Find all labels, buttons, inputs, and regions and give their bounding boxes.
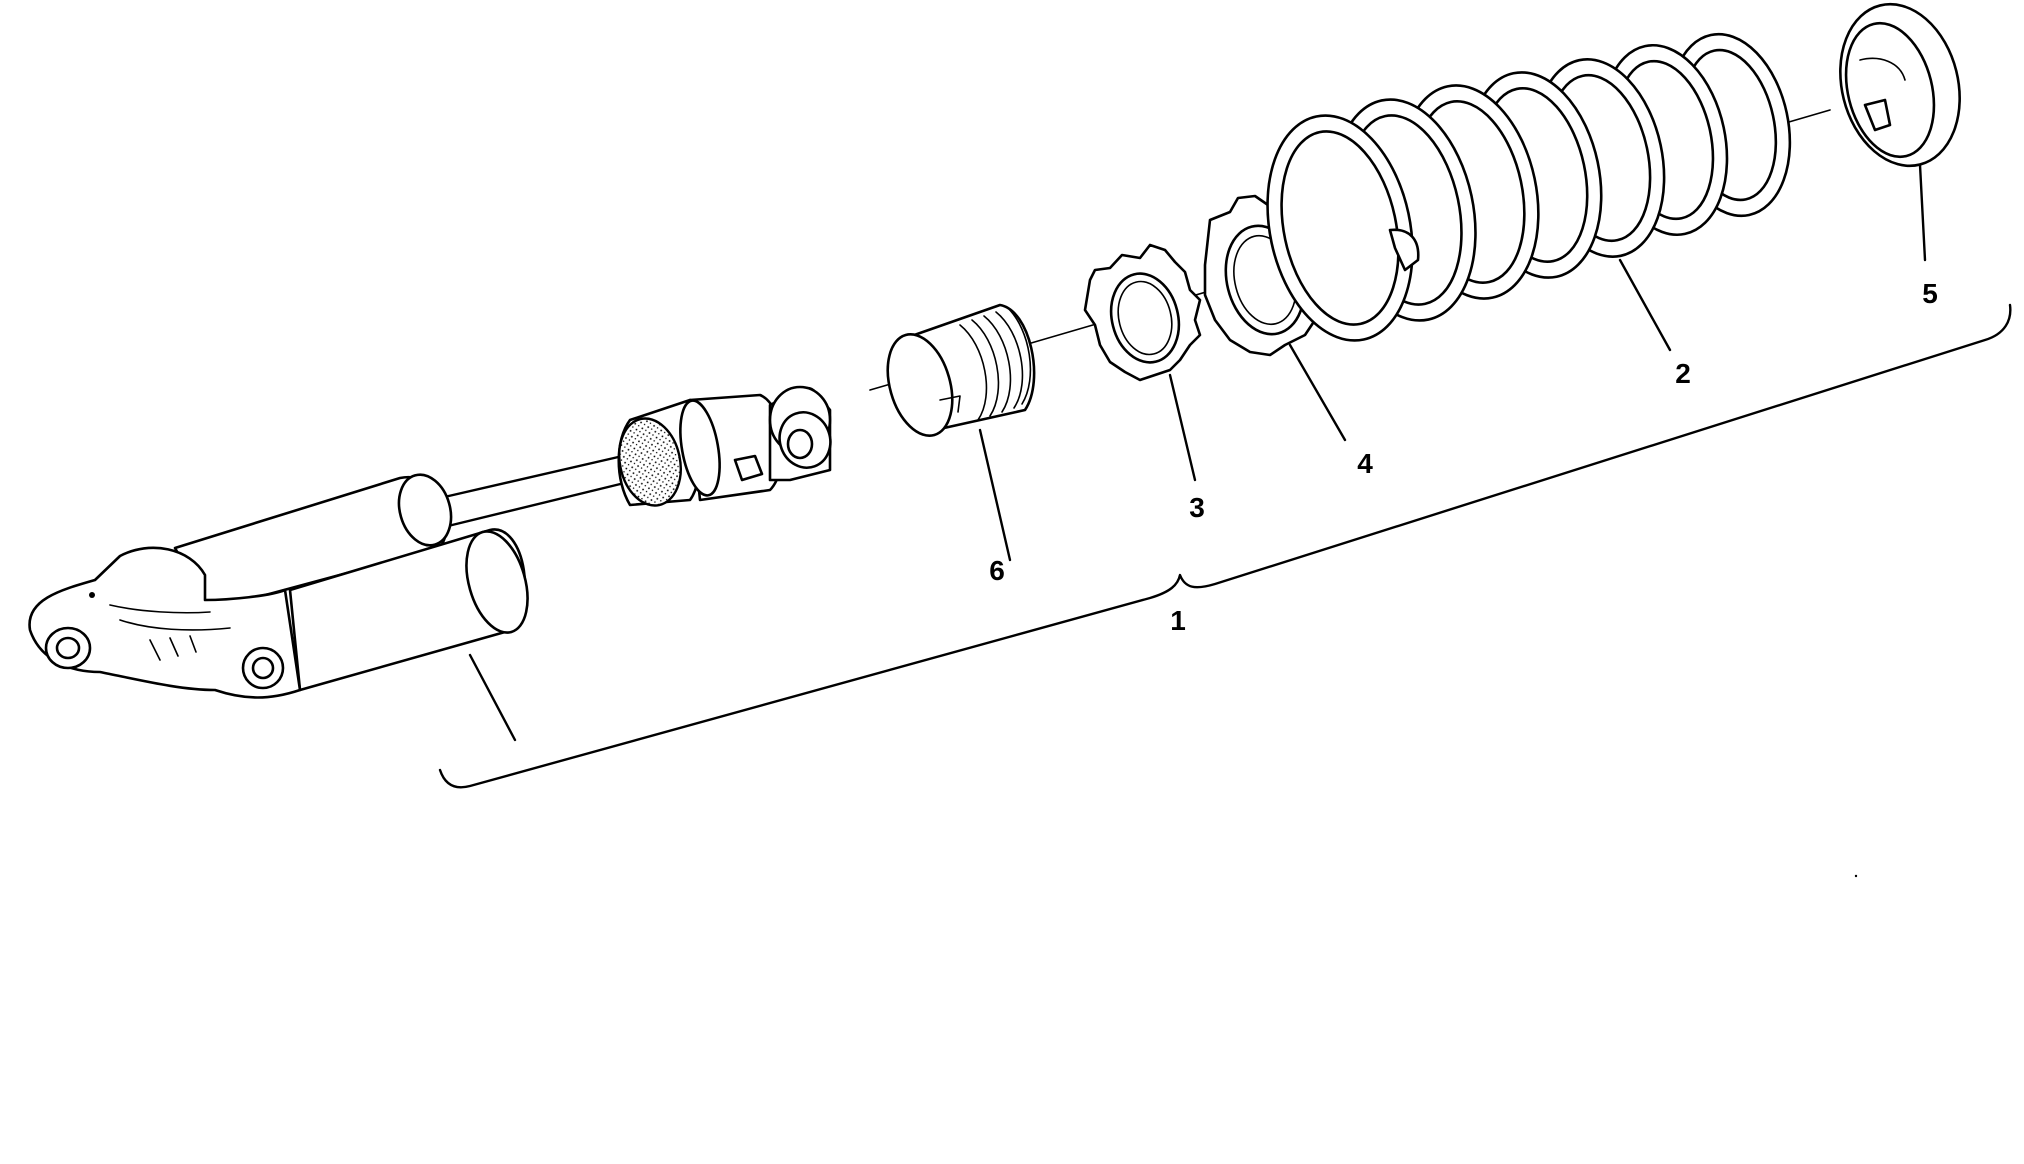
castellated-nut-part-3 [1083,243,1202,482]
callout-6: 6 [989,555,1005,586]
callout-2: 2 [1675,358,1691,389]
callout-1: 1 [1170,605,1186,636]
bump-stop-and-rod-end [617,385,832,507]
stray-dot [1854,874,1858,878]
shock-absorber-body [28,450,647,742]
callout-4: 4 [1357,448,1373,479]
threaded-sleeve-part-6 [886,303,1036,562]
assembly-bracket-1 [438,303,2012,789]
spring-seat-part-5 [1839,2,1961,262]
coil-spring-part-2 [1266,32,1792,352]
callout-3: 3 [1189,492,1205,523]
callout-5: 5 [1922,278,1938,309]
